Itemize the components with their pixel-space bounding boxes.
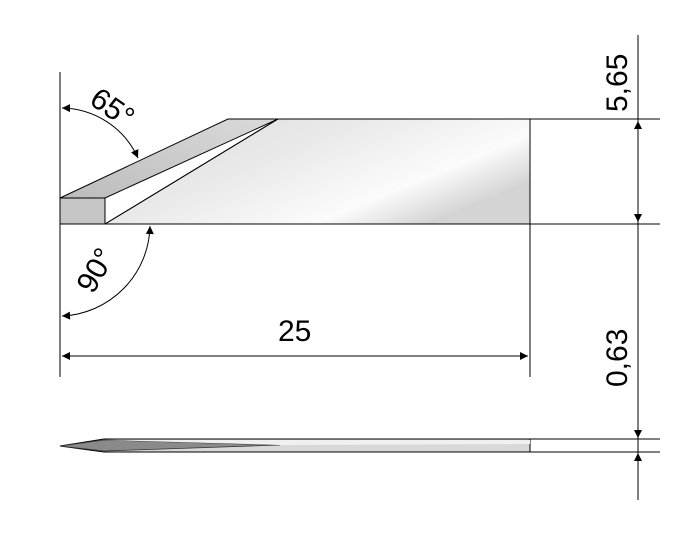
angle-arc-65 [61, 104, 139, 159]
blade-bevel-end [59, 197, 106, 225]
thickness-label: 0,63 [601, 329, 634, 387]
height-label: 5,65 [601, 54, 634, 112]
angle-dimension-90: 90° [61, 225, 154, 320]
extension-lines [59, 35, 660, 500]
height-dimension: 5,65 [601, 54, 642, 222]
blade-side-view [59, 438, 660, 453]
length-dimension: 25 [62, 315, 528, 360]
blade-top-view [59, 118, 531, 225]
angle-label-65: 65° [84, 82, 140, 135]
blade-face [103, 118, 531, 225]
angle-label-90: 90° [70, 243, 121, 299]
bevel-inner-edge [104, 118, 279, 225]
thickness-dimension: 0,63 [601, 329, 642, 485]
angle-arc-90 [61, 225, 154, 320]
angle-dimension-65: 65° [61, 82, 140, 159]
blade-side-highlight [104, 440, 530, 445]
length-label: 25 [278, 315, 311, 348]
